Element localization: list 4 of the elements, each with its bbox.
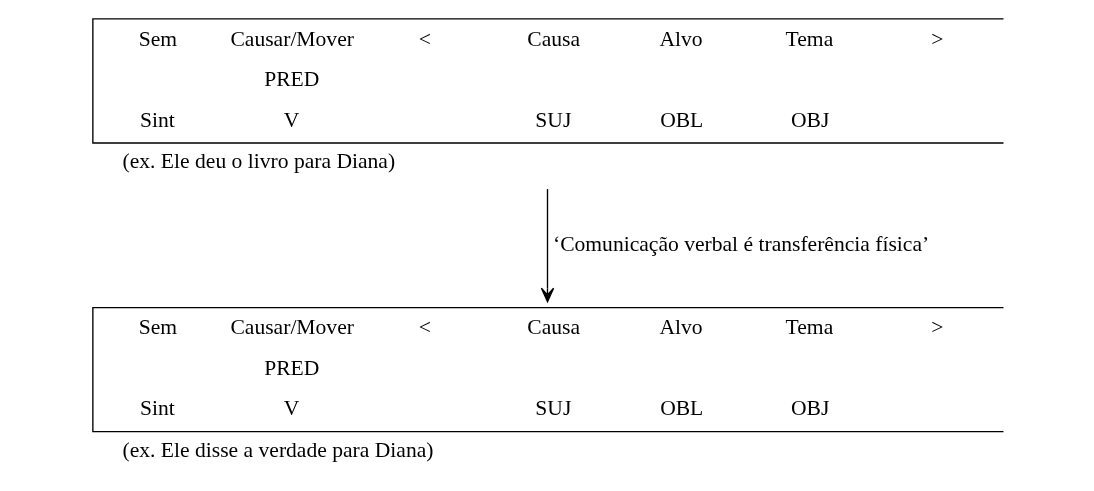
edge-label: ‘Comunicação verbal é transferência física’	[552, 231, 929, 256]
node-text: Sem Causar/Mover < Causa Alvo Tema > PRED Sint V SUJ OBL OBJ (ex. Ele disse a verdade para Diana)	[122, 315, 943, 463]
arrow	[540, 188, 554, 303]
node-text: Sem Causar/Mover < Causa Alvo Tema > PRED Sint V SUJ OBL OBJ (ex. Ele deu o livro para Diana)	[122, 26, 943, 174]
